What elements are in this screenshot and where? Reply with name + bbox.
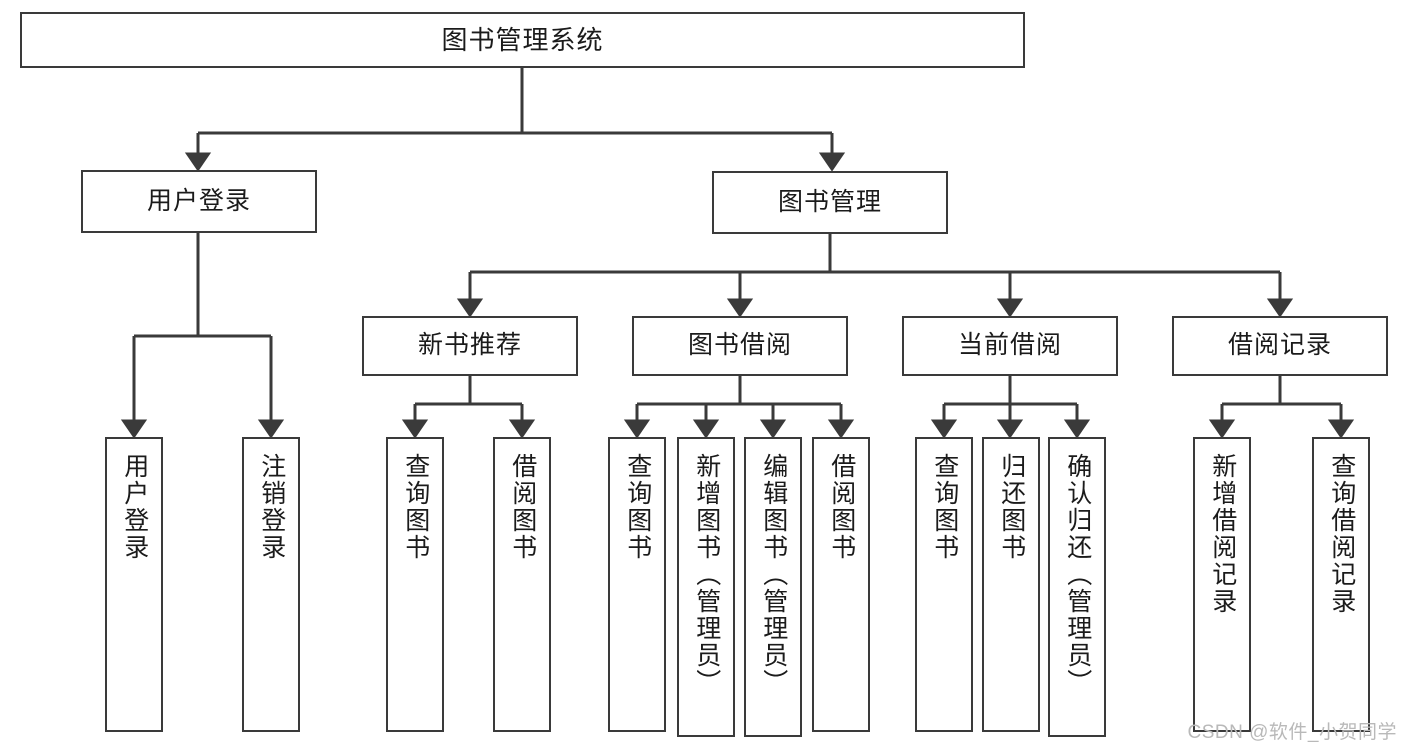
node-leaf-user-logout-label: 注销登录 <box>257 453 286 561</box>
node-book-manage[interactable]: 图书管理 <box>712 171 948 234</box>
node-leaf-query-record[interactable]: 查询借阅记录 <box>1312 437 1370 732</box>
node-leaf-user-logout[interactable]: 注销登录 <box>242 437 300 732</box>
node-leaf-confirm-return[interactable]: 确认归还（管理员） <box>1048 437 1106 737</box>
node-current-borrow-label: 当前借阅 <box>957 331 1062 360</box>
node-root-label: 图书管理系统 <box>441 24 604 55</box>
node-leaf-confirm-return-label: 确认归还（管理员） <box>1063 453 1092 696</box>
node-leaf-query-record-label: 查询借阅记录 <box>1327 453 1356 615</box>
node-leaf-user-login-label: 用户登录 <box>120 453 149 561</box>
node-borrow-record-label: 借阅记录 <box>1227 331 1332 360</box>
node-leaf-borrow-book-1-label: 借阅图书 <box>508 453 537 561</box>
csdn-watermark: CSDN @软件_小贺同学 <box>1187 722 1397 743</box>
node-user-login-label: 用户登录 <box>146 186 251 215</box>
node-leaf-edit-book[interactable]: 编辑图书（管理员） <box>744 437 802 737</box>
node-leaf-return-book[interactable]: 归还图书 <box>982 437 1040 732</box>
node-leaf-query-book-2-label: 查询图书 <box>623 453 652 561</box>
node-leaf-borrow-book-2[interactable]: 借阅图书 <box>812 437 870 732</box>
node-book-borrow-label: 图书借阅 <box>687 331 792 360</box>
node-leaf-query-book-1-label: 查询图书 <box>401 453 430 561</box>
node-leaf-add-book[interactable]: 新增图书（管理员） <box>677 437 735 737</box>
node-leaf-borrow-book-1[interactable]: 借阅图书 <box>493 437 551 732</box>
node-new-book-rec-label: 新书推荐 <box>417 331 522 360</box>
node-current-borrow[interactable]: 当前借阅 <box>902 316 1118 376</box>
node-user-login[interactable]: 用户登录 <box>81 170 317 233</box>
node-leaf-query-book-3[interactable]: 查询图书 <box>915 437 973 732</box>
node-leaf-add-record[interactable]: 新增借阅记录 <box>1193 437 1251 732</box>
node-leaf-add-book-label: 新增图书（管理员） <box>692 453 721 696</box>
node-borrow-record[interactable]: 借阅记录 <box>1172 316 1388 376</box>
node-leaf-borrow-book-2-label: 借阅图书 <box>827 453 856 561</box>
node-book-manage-label: 图书管理 <box>777 187 882 216</box>
node-leaf-return-book-label: 归还图书 <box>997 453 1026 561</box>
node-leaf-edit-book-label: 编辑图书（管理员） <box>759 453 788 696</box>
node-leaf-add-record-label: 新增借阅记录 <box>1208 453 1237 615</box>
node-root[interactable]: 图书管理系统 <box>20 12 1025 68</box>
node-leaf-query-book-3-label: 查询图书 <box>930 453 959 561</box>
node-book-borrow[interactable]: 图书借阅 <box>632 316 848 376</box>
node-leaf-user-login[interactable]: 用户登录 <box>105 437 163 732</box>
node-new-book-rec[interactable]: 新书推荐 <box>362 316 578 376</box>
node-leaf-query-book-1[interactable]: 查询图书 <box>386 437 444 732</box>
node-leaf-query-book-2[interactable]: 查询图书 <box>608 437 666 732</box>
